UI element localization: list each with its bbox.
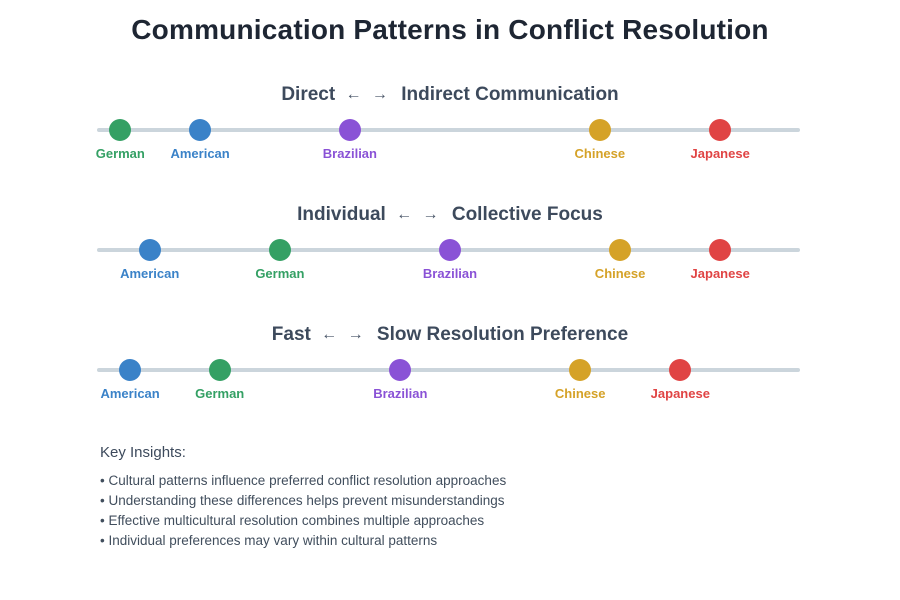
- culture-dot-german: [268, 239, 291, 261]
- spectrum-title: Individual ← → Collective Focus: [0, 204, 900, 226]
- spectrum-line: [97, 128, 800, 132]
- spectrum-right-pole: Indirect Communication: [401, 84, 619, 105]
- spectrum-track: American German Brazilian Chinese Japanese: [97, 238, 800, 300]
- insight-item: • Cultural patterns influence preferred …: [100, 473, 507, 488]
- key-insights-heading: Key Insights:: [100, 444, 186, 461]
- spectrum-track: German American Brazilian Chinese Japanese: [96, 118, 800, 180]
- culture-label-japanese: Japanese: [690, 266, 750, 281]
- culture-dot-german: [208, 359, 231, 381]
- spectrum-left-pole: Direct: [281, 84, 336, 105]
- culture-label-brazilian: Brazilian: [322, 146, 377, 161]
- insight-item: • Effective multicultural resolution com…: [100, 513, 485, 528]
- culture-dot-japanese: [669, 359, 692, 381]
- key-insights: Key Insights: • Cultural patterns influe…: [100, 444, 506, 551]
- culture-label-chinese: Chinese: [594, 266, 646, 281]
- culture-label-chinese: Chinese: [554, 386, 606, 401]
- culture-label-american: American: [100, 386, 160, 401]
- spectrum-title: Direct ← → Indirect Communication: [0, 84, 900, 106]
- culture-dot-brazilian: [338, 119, 361, 141]
- culture-label-brazilian: Brazilian: [373, 386, 428, 401]
- culture-dot-japanese: [709, 239, 732, 261]
- culture-label-american: American: [120, 266, 180, 281]
- left-right-arrows-icon: ← →: [345, 86, 391, 103]
- insight-item: • Individual preferences may vary within…: [100, 533, 438, 548]
- culture-dot-chinese: [609, 239, 632, 261]
- culture-label-brazilian: Brazilian: [422, 266, 478, 281]
- culture-dot-chinese: [588, 119, 611, 141]
- left-right-arrows-icon: ← →: [321, 326, 367, 343]
- spectrum-right-pole: Collective Focus: [451, 204, 603, 225]
- culture-label-german: German: [195, 386, 245, 401]
- culture-label-american: American: [170, 146, 230, 161]
- culture-dot-american: [138, 239, 161, 261]
- spectrum-track: American German Brazilian Chinese Japanese: [97, 358, 800, 420]
- spectrum-line: [97, 368, 800, 372]
- culture-dot-german: [109, 119, 132, 141]
- culture-label-german: German: [255, 266, 305, 281]
- spectrum-left-pole: Individual: [297, 204, 386, 225]
- culture-label-japanese: Japanese: [650, 386, 710, 401]
- culture-dot-american: [119, 359, 142, 381]
- page-title: Communication Patterns in Conflict Resol…: [131, 14, 769, 45]
- spectrum-title: Fast ← → Slow Resolution Preference: [0, 324, 900, 346]
- left-right-arrows-icon: ← →: [396, 206, 442, 223]
- culture-label-german: German: [95, 146, 145, 161]
- spectrum-left-pole: Fast: [271, 324, 311, 345]
- culture-dot-brazilian: [439, 239, 461, 261]
- culture-dot-chinese: [569, 359, 592, 381]
- culture-dot-brazilian: [389, 359, 412, 381]
- spectrum-right-pole: Slow Resolution Preference: [376, 324, 629, 345]
- culture-label-chinese: Chinese: [574, 146, 626, 161]
- key-insights-list: • Cultural patterns influence preferred …: [100, 471, 506, 551]
- culture-dot-japanese: [709, 119, 732, 141]
- insight-item: • Understanding these differences helps …: [100, 493, 505, 508]
- culture-dot-american: [189, 119, 212, 141]
- culture-label-japanese: Japanese: [690, 146, 750, 161]
